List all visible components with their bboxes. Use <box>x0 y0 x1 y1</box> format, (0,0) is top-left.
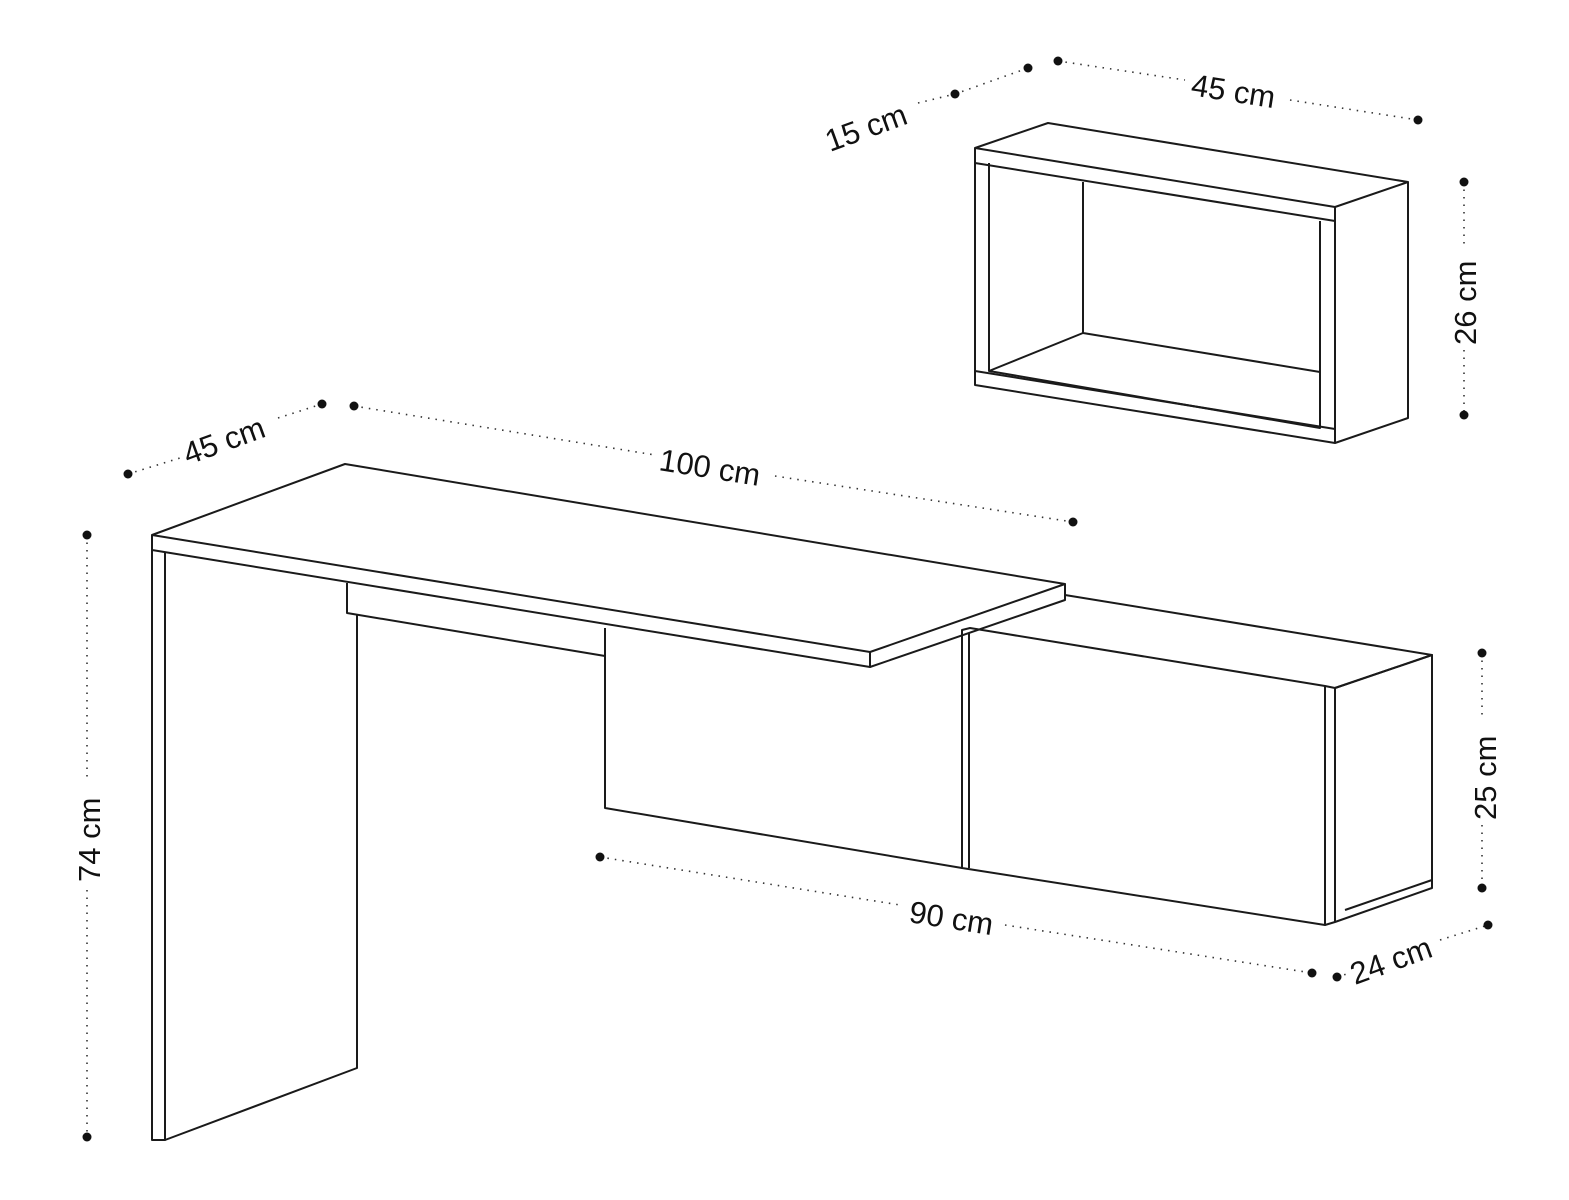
desk-depth-label: 45 cm <box>178 410 269 472</box>
desk-drawing <box>151 463 1066 1141</box>
desk-height-label: 74 cm <box>72 798 107 882</box>
shelf-height-label: 26 cm <box>1448 261 1483 345</box>
cabinet-height-label: 25 cm <box>1468 736 1503 820</box>
dimension-lines <box>82 56 1493 1142</box>
cabinet-width-label: 90 cm <box>907 894 996 942</box>
shelf-width-label: 45 cm <box>1189 67 1278 115</box>
dimension-endpoints <box>82 56 1493 1142</box>
desk-width-label: 100 cm <box>657 442 763 492</box>
cabinet-depth-label: 24 cm <box>1345 930 1436 992</box>
shelf-depth-label: 15 cm <box>820 97 911 159</box>
cabinet-drawing <box>961 594 1433 926</box>
wall-shelf-drawing <box>974 122 1409 444</box>
